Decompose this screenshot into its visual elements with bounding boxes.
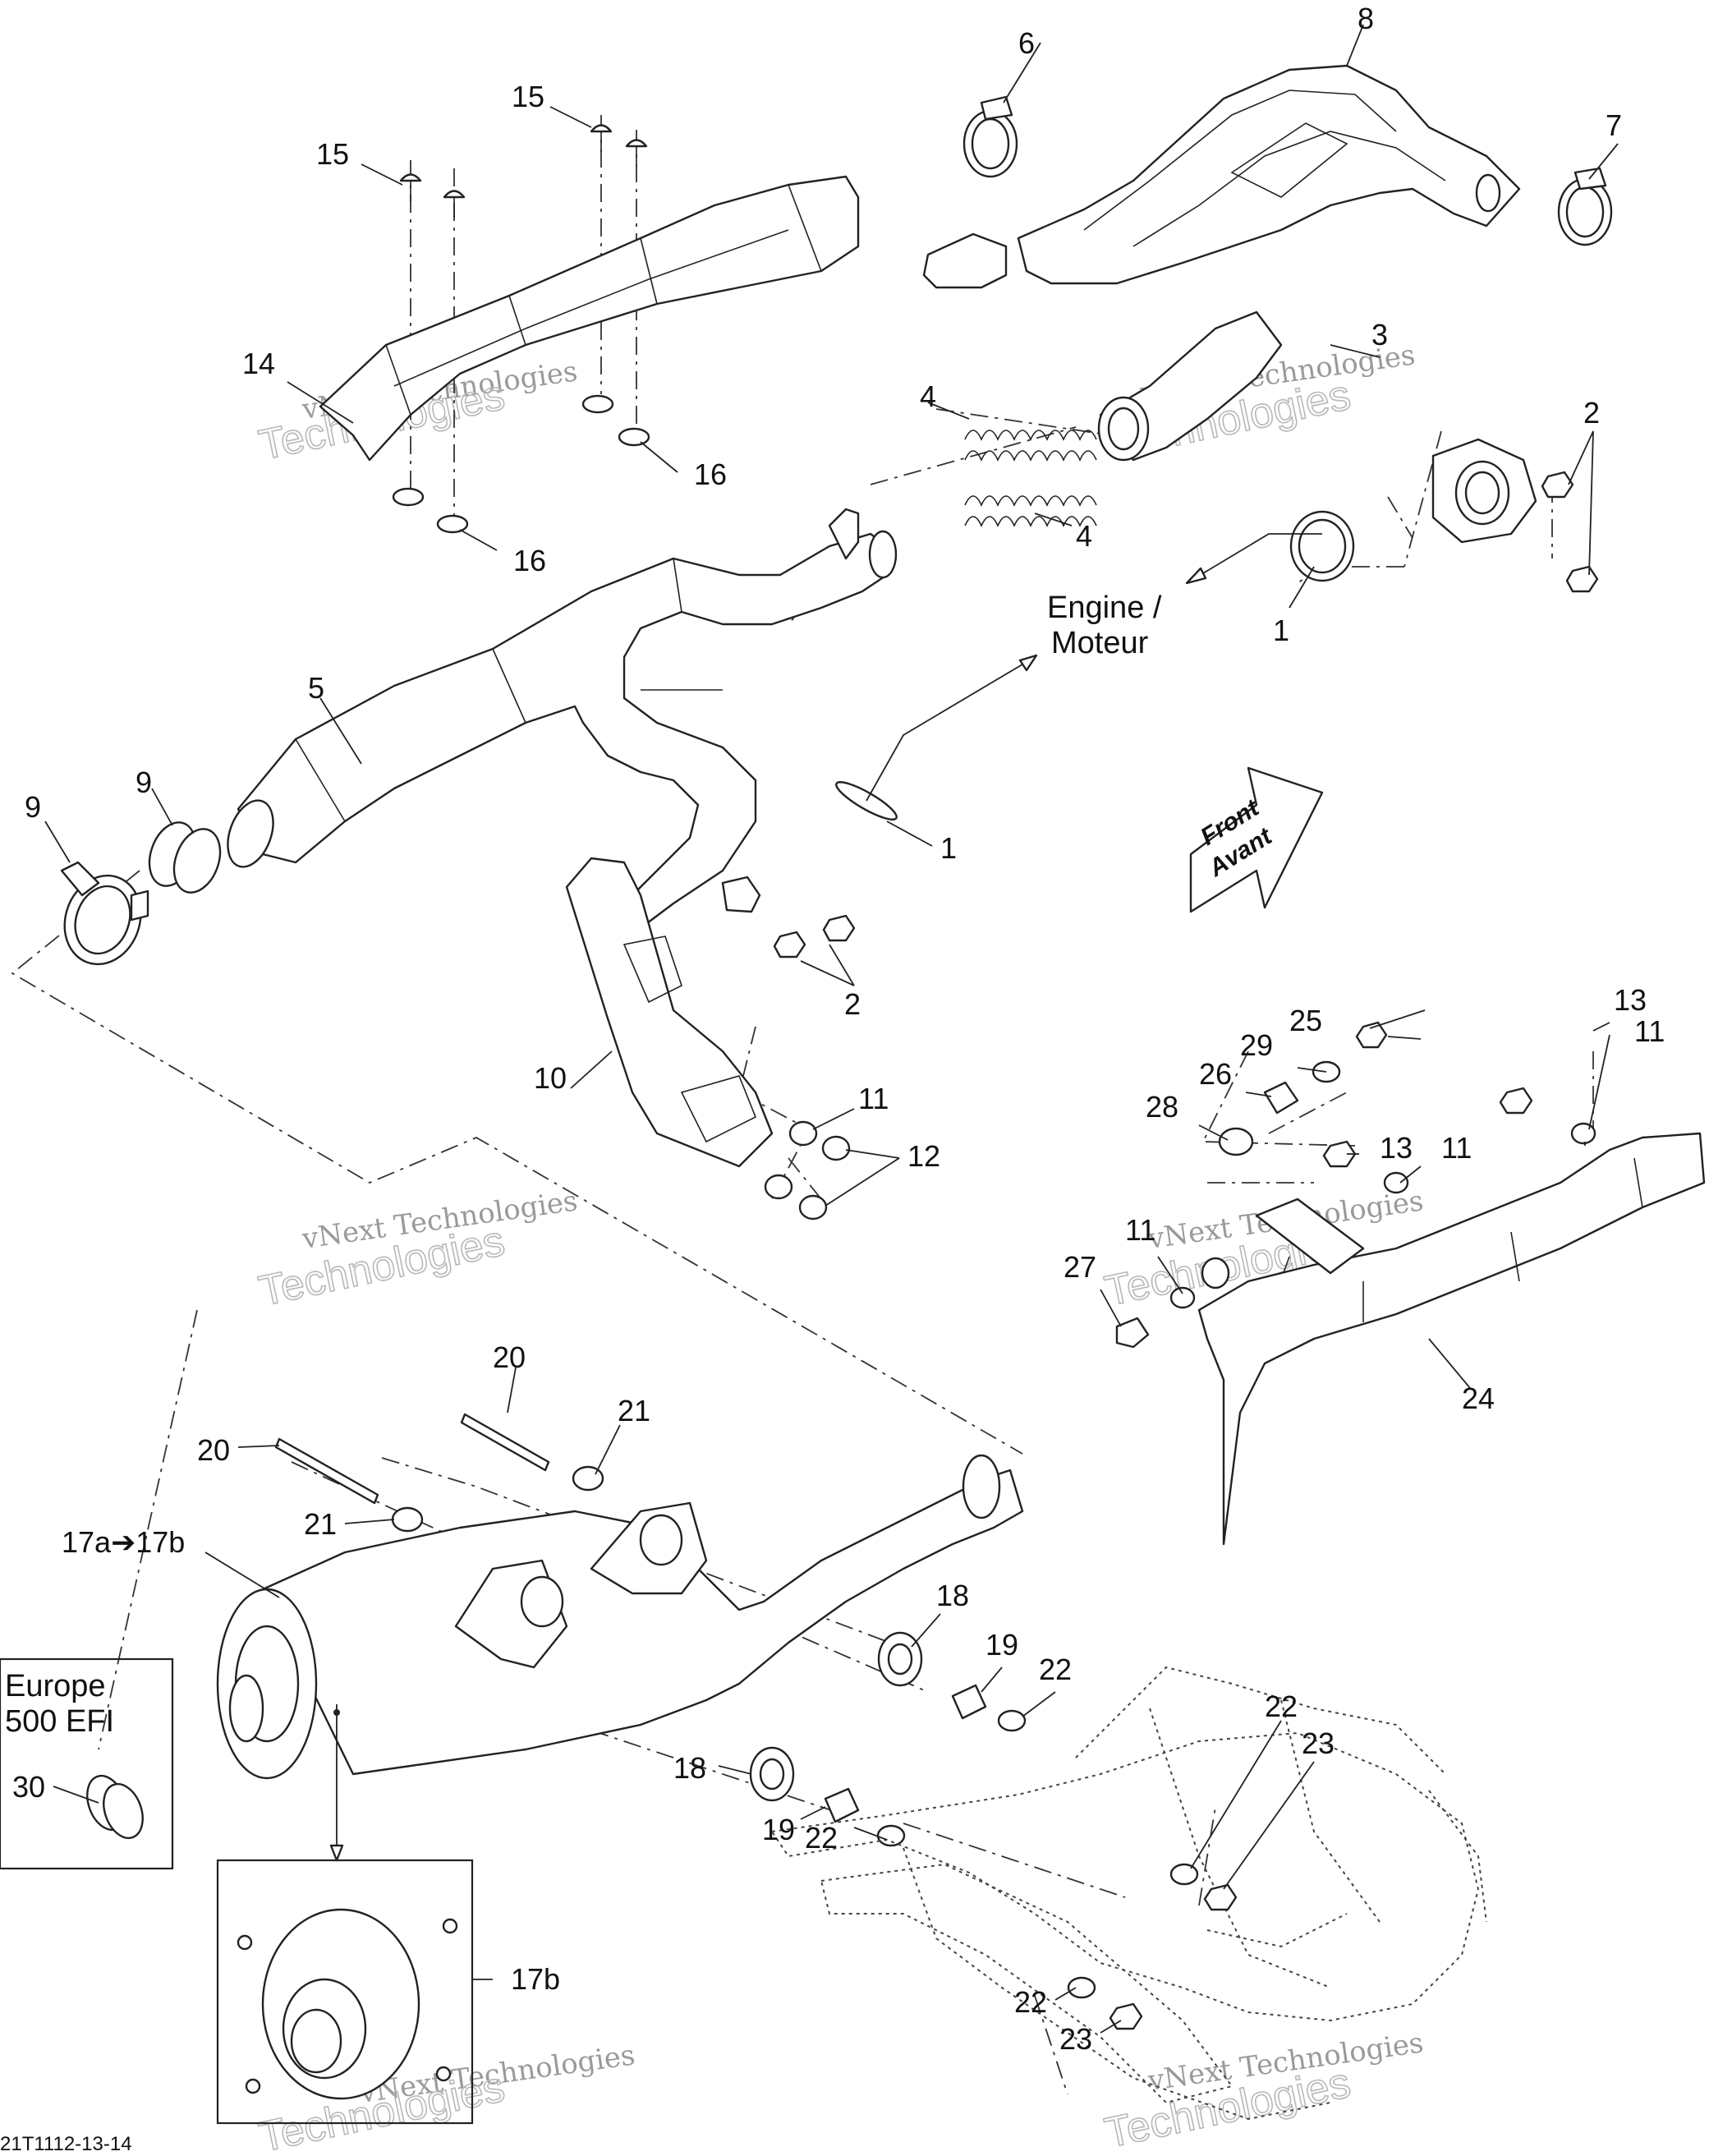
callout-17b: 17b xyxy=(511,1962,560,1996)
callout-4: 4 xyxy=(1076,519,1092,553)
clamp-7 xyxy=(60,861,149,966)
muffler-17 xyxy=(216,1454,1024,1780)
callout-2: 2 xyxy=(844,987,861,1021)
callout-27: 27 xyxy=(1064,1250,1096,1284)
callouts: 6 8 7 3 2 1 4 4 14 15 15 16 16 5 9 9 1 2… xyxy=(12,2,1665,2056)
callout-18: 18 xyxy=(673,1751,706,1785)
callout-19: 19 xyxy=(985,1628,1018,1662)
callout-9: 6 xyxy=(1018,26,1035,60)
europe-label: Europe xyxy=(5,1669,106,1703)
callout-23: 23 xyxy=(1059,2022,1092,2056)
callout-20: 20 xyxy=(197,1433,230,1467)
engine-label: Engine / xyxy=(1047,591,1162,625)
europe-model-label: 500 EFI xyxy=(5,1704,114,1739)
frame-hardware-22-23 xyxy=(1067,1863,1238,2030)
washers-11-12 xyxy=(764,1120,851,1221)
callout-7: 9 xyxy=(25,790,41,824)
clamp-9-right xyxy=(1557,167,1613,246)
callout-13: 13 xyxy=(1380,1131,1413,1165)
front-arrow: Front Avant xyxy=(1189,766,1324,913)
callout-1: 1 xyxy=(940,831,957,865)
heat-shield-upper xyxy=(922,64,1521,289)
engine-label-fr: Moteur xyxy=(1051,626,1149,660)
heat-shield-14 xyxy=(319,175,860,462)
callout-22: 22 xyxy=(1039,1653,1072,1686)
gasket-1-upper xyxy=(1289,510,1355,582)
callout-21: 21 xyxy=(618,1394,650,1427)
callout-19: 19 xyxy=(762,1813,795,1846)
callout-21: 21 xyxy=(304,1507,337,1541)
callout-22: 22 xyxy=(1014,1985,1047,2019)
europe-inset: Europe 500 EFI xyxy=(0,1657,174,1870)
callout-16: 16 xyxy=(694,457,727,491)
nuts-2-lower xyxy=(721,876,856,958)
rear-frame xyxy=(770,1666,1487,2121)
callout-3: 3 xyxy=(1371,318,1388,352)
callout-26: 26 xyxy=(1199,1057,1232,1091)
callout-16: 16 xyxy=(513,544,546,577)
callout-11: 11 xyxy=(858,1082,889,1115)
rivets-15 xyxy=(399,124,648,218)
callout-29: 29 xyxy=(1240,1028,1273,1062)
diagram-reference-code: 21T1112-13-14 xyxy=(0,2133,132,2155)
callout-11: 11 xyxy=(1441,1131,1472,1165)
callout-4: 4 xyxy=(920,379,936,413)
header-pipe-5 xyxy=(227,508,898,930)
washers-16 xyxy=(392,394,650,534)
watermark: vNext Technologies Technologies vNext Te… xyxy=(255,338,1426,2156)
callout-24: 24 xyxy=(1462,1381,1495,1415)
hardware-right xyxy=(1115,1021,1596,1349)
frame-shield-24 xyxy=(1197,1132,1706,1546)
leader-lines xyxy=(44,24,1619,2034)
callout-14: 14 xyxy=(242,347,275,380)
assembly-lines xyxy=(11,115,1594,2095)
callout-22: 22 xyxy=(805,1821,838,1855)
callout-11: 11 xyxy=(1634,1014,1665,1048)
muffler-tip-inset xyxy=(216,1704,474,2125)
callout-9: 7 xyxy=(1606,108,1622,142)
callout-5: 5 xyxy=(308,671,324,705)
callout-6: 9 xyxy=(136,765,152,799)
callout-20: 20 xyxy=(493,1340,526,1374)
callout-2: 2 xyxy=(1583,396,1600,430)
callout-13: 13 xyxy=(1614,983,1647,1017)
engine-reference: Engine / Moteur xyxy=(866,533,1322,802)
callout-18: 18 xyxy=(936,1579,969,1612)
callout-1: 1 xyxy=(1273,614,1289,647)
callout-8: 8 xyxy=(1358,2,1374,35)
callout-15: 15 xyxy=(316,137,349,171)
heat-shield-10 xyxy=(565,857,774,1168)
callout-12: 12 xyxy=(907,1139,940,1173)
exhaust-manifold-3 xyxy=(1097,310,1537,544)
callout-17: 17a➔17b xyxy=(62,1525,185,1559)
sleeve-6 xyxy=(148,821,222,894)
callout-10: 10 xyxy=(534,1061,567,1095)
callout-28: 28 xyxy=(1146,1090,1178,1124)
callout-11: 11 xyxy=(1125,1213,1155,1247)
callout-23: 23 xyxy=(1302,1726,1335,1760)
callout-22: 22 xyxy=(1265,1689,1298,1723)
springs-4 xyxy=(964,430,1097,527)
callout-25: 25 xyxy=(1289,1004,1322,1037)
clamp-9-left xyxy=(962,95,1018,178)
callout-30: 30 xyxy=(12,1770,45,1804)
callout-15: 15 xyxy=(512,80,544,113)
